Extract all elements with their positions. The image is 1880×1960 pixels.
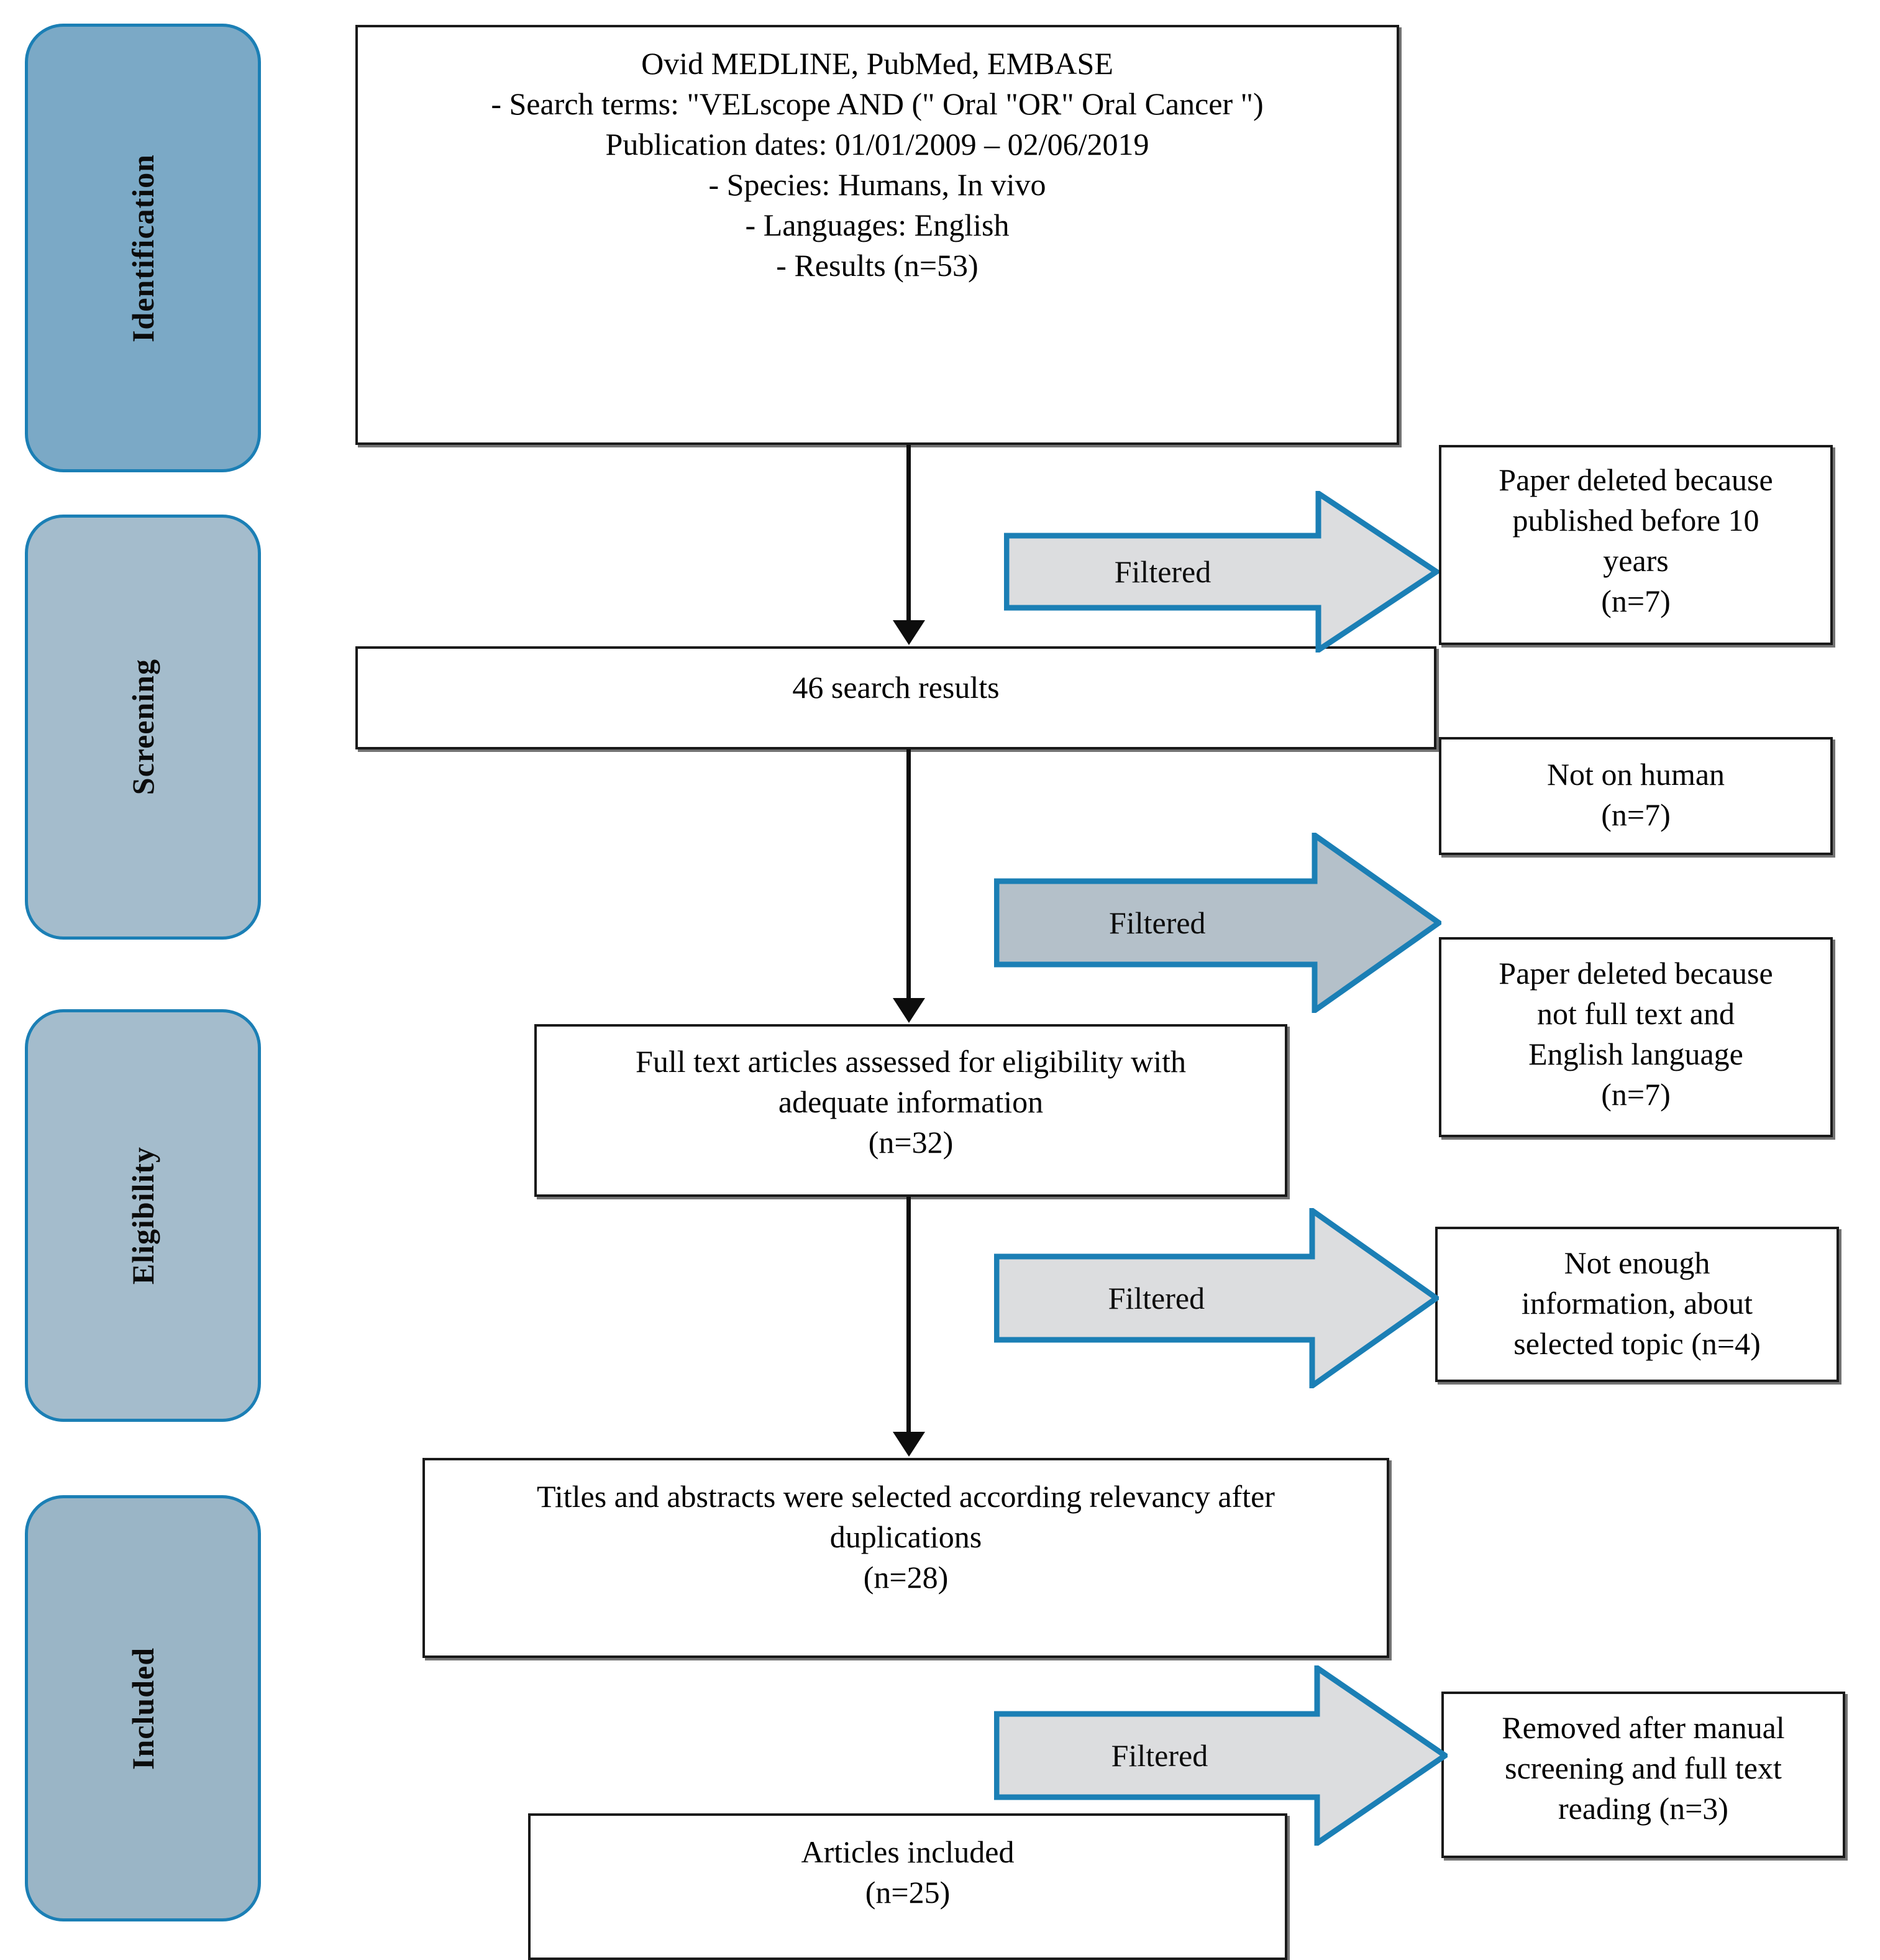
phase-label-screening: Screening (125, 659, 160, 795)
box-full-text-assessed-text: Full text articles assessed for eligibil… (636, 1044, 1186, 1160)
box-excluded-not-full-text-text: Paper deleted because not full text and … (1499, 956, 1773, 1112)
phase-pill-screening: Screening (25, 515, 261, 940)
box-search-results: 46 search results (355, 646, 1436, 749)
connector-line-2 (906, 749, 911, 1001)
box-full-text-assessed: Full text articles assessed for eligibil… (534, 1024, 1287, 1197)
box-excluded-not-full-text: Paper deleted because not full text and … (1439, 937, 1833, 1137)
box-excluded-not-enough-info-text: Not enough information, about selected t… (1513, 1245, 1761, 1361)
connector-arrowhead-1 (893, 620, 925, 645)
box-articles-included: Articles included (n=25) (528, 1813, 1287, 1960)
phase-pill-eligibility: Eligibility (25, 1009, 261, 1422)
box-excluded-before-10-years-text: Paper deleted because published before 1… (1499, 462, 1773, 618)
phase-label-identification: Identification (125, 153, 160, 342)
filtered-arrow-1-shape (1004, 491, 1439, 653)
box-excluded-manual-screening-text: Removed after manual screening and full … (1502, 1710, 1785, 1826)
box-search-sources-text: Ovid MEDLINE, PubMed, EMBASE - Search te… (491, 46, 1264, 283)
filtered-arrow-2-shape (994, 833, 1441, 1013)
phase-label-included: Included (125, 1647, 160, 1770)
box-excluded-not-human: Not on human (n=7) (1439, 737, 1833, 855)
box-excluded-before-10-years: Paper deleted because published before 1… (1439, 445, 1833, 645)
box-excluded-not-human-text: Not on human (n=7) (1546, 757, 1725, 832)
filtered-arrow-3-shape (994, 1208, 1439, 1388)
connector-line-3 (906, 1197, 911, 1434)
filtered-arrow-3: Filtered (994, 1208, 1439, 1388)
box-articles-included-text: Articles included (n=25) (801, 1834, 1015, 1910)
phase-pill-included: Included (25, 1495, 261, 1921)
connector-arrowhead-2 (893, 998, 925, 1023)
phase-pill-identification: Identification (25, 24, 261, 472)
box-search-results-text: 46 search results (792, 670, 1000, 705)
filtered-arrow-4: Filtered (994, 1665, 1448, 1846)
box-excluded-manual-screening: Removed after manual screening and full … (1441, 1692, 1845, 1858)
phase-label-eligibility: Eligibility (125, 1146, 160, 1285)
box-titles-abstracts: Titles and abstracts were selected accor… (422, 1458, 1389, 1658)
filtered-arrow-2: Filtered (994, 833, 1441, 1013)
connector-line-1 (906, 445, 911, 623)
box-titles-abstracts-text: Titles and abstracts were selected accor… (537, 1479, 1275, 1595)
filtered-arrow-1: Filtered (1004, 491, 1439, 653)
filtered-arrow-4-shape (994, 1665, 1448, 1846)
box-excluded-not-enough-info: Not enough information, about selected t… (1435, 1227, 1839, 1382)
connector-arrowhead-3 (893, 1432, 925, 1457)
box-search-sources: Ovid MEDLINE, PubMed, EMBASE - Search te… (355, 25, 1399, 445)
